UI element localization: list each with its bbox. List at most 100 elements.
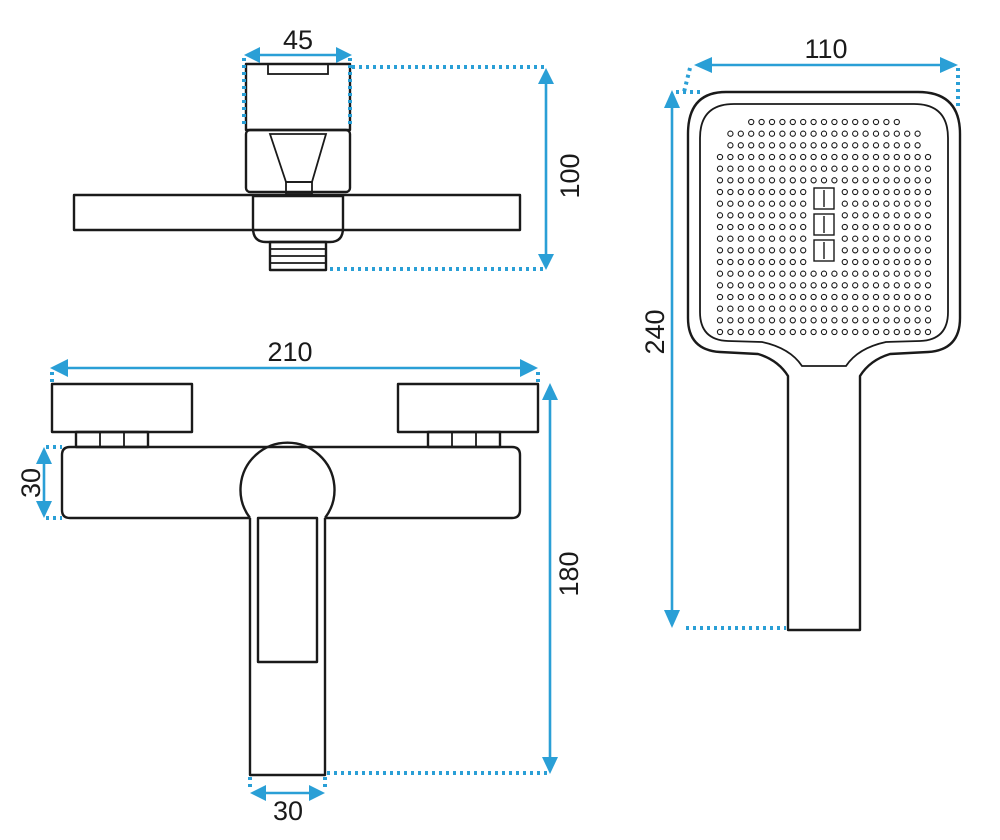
dimension-spout-width: 30 — [248, 777, 327, 826]
nozzle-dot — [924, 212, 932, 219]
nozzle-dot — [893, 200, 900, 207]
nozzle-dot — [789, 328, 796, 336]
nozzle-dot — [872, 130, 880, 137]
nozzle-dot — [904, 212, 911, 219]
nozzle-dot — [852, 118, 859, 126]
hand-shower — [686, 90, 962, 632]
nozzle-dot — [862, 153, 869, 161]
nozzle-dot — [904, 188, 911, 196]
nozzle-dot — [914, 188, 921, 196]
nozzle-dot — [727, 328, 734, 336]
nozzle-dot — [789, 247, 796, 254]
nozzle-dot — [768, 177, 776, 184]
nozzle-dot — [852, 200, 859, 207]
shower-head-outline — [686, 90, 962, 632]
nozzle-dot — [831, 305, 838, 312]
nozzle-dot — [758, 153, 765, 161]
nozzle-dot — [852, 130, 859, 137]
nozzle-dot — [800, 270, 807, 277]
nozzle-dot — [758, 305, 765, 312]
nozzle-dot — [852, 305, 859, 312]
nozzle-dot — [789, 317, 796, 324]
nozzle-dot — [758, 223, 765, 231]
nozzle-dot — [716, 165, 724, 172]
nozzle-dot — [800, 235, 807, 242]
nozzle-dot — [862, 200, 869, 207]
nozzle-dot — [748, 142, 755, 149]
nozzle-dot — [800, 142, 807, 149]
nozzle-dot — [800, 118, 807, 126]
nozzle-dot — [852, 188, 859, 196]
nozzle-dot — [914, 328, 921, 336]
nozzle-dot — [872, 223, 880, 231]
nozzle-dot — [748, 282, 755, 289]
nozzle-dot — [872, 293, 880, 301]
nozzle-dot — [737, 317, 744, 324]
nozzle-dot — [893, 165, 900, 172]
nozzle-dot — [810, 153, 817, 161]
nozzle-dot — [758, 247, 765, 254]
nozzle-dot — [852, 153, 859, 161]
nozzle-dot — [727, 258, 734, 266]
nozzle-dot — [737, 223, 744, 231]
nozzle-dot — [716, 293, 724, 301]
mixer-spout — [248, 518, 327, 777]
nozzle-dot — [727, 165, 734, 172]
nozzle-dot — [852, 177, 859, 184]
nozzle-dot — [800, 130, 807, 137]
nozzle-dot — [924, 153, 932, 161]
nozzle-dot — [737, 153, 744, 161]
nozzle-dot — [883, 142, 890, 149]
nozzle-dot — [914, 282, 921, 289]
nozzle-dot — [820, 153, 828, 161]
nozzle-dot — [779, 258, 786, 266]
nozzle-dot — [872, 317, 880, 324]
mixer-top-view — [72, 62, 522, 272]
nozzle-dot — [841, 130, 848, 137]
nozzle-dot — [758, 212, 765, 219]
nozzle-dot — [727, 153, 734, 161]
nozzle-dot — [883, 188, 890, 196]
nozzle-dot — [872, 188, 880, 196]
nozzle-dot — [893, 118, 900, 126]
nozzle-dot — [924, 235, 932, 242]
nozzle-dot — [820, 293, 828, 301]
nozzle-dot — [789, 118, 796, 126]
nozzle-dot — [883, 247, 890, 254]
nozzle-dot — [748, 200, 755, 207]
dimension-label-100: 100 — [555, 153, 585, 198]
nozzle-dot — [810, 317, 817, 324]
nozzle-dot — [841, 282, 848, 289]
nozzle-dot — [904, 328, 911, 336]
nozzle-dot — [872, 282, 880, 289]
nozzle-dot — [841, 153, 848, 161]
nozzle-dot — [727, 282, 734, 289]
nozzle-dot — [904, 130, 911, 137]
nozzle-dot — [768, 270, 776, 277]
nozzle-dot — [872, 235, 880, 242]
nozzle-dot — [768, 317, 776, 324]
nozzle-dot — [852, 317, 859, 324]
nozzle-dot — [768, 118, 776, 126]
nozzle-dot — [862, 118, 869, 126]
nozzle-dot — [841, 235, 848, 242]
nozzle-dot — [914, 130, 921, 137]
nozzle-dot — [727, 247, 734, 254]
nozzle-dot — [924, 165, 932, 172]
nozzle-dot — [768, 153, 776, 161]
nozzle-dot — [810, 142, 817, 149]
nozzle-dot — [841, 177, 848, 184]
nozzle-dot — [862, 177, 869, 184]
nozzle-dot — [893, 177, 900, 184]
nozzle-dot — [924, 328, 932, 336]
nozzle-dot — [779, 130, 786, 137]
nozzle-dot — [789, 258, 796, 266]
nozzle-dot — [872, 328, 880, 336]
nozzle-dot — [904, 258, 911, 266]
top-view-lever-taper — [268, 133, 328, 183]
dimension-label-210: 210 — [267, 337, 312, 367]
nozzle-dot — [779, 270, 786, 277]
nozzle-dot — [841, 223, 848, 231]
nozzle-dot — [893, 235, 900, 242]
nozzle-dot — [758, 317, 765, 324]
